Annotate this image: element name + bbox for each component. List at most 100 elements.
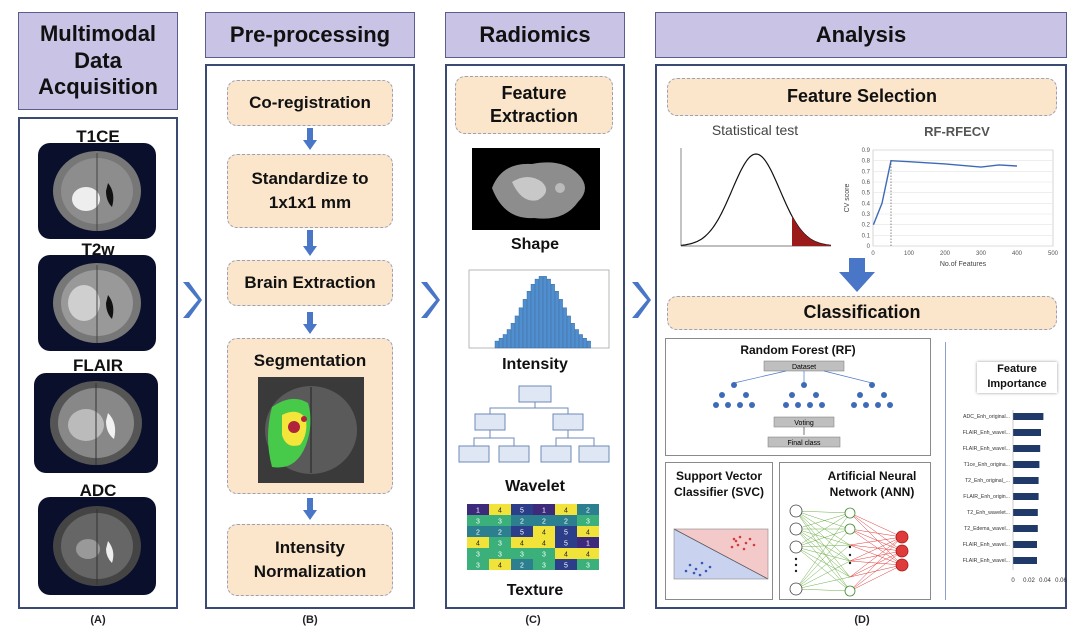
step-intensity-normalization: Intensity Normalization bbox=[227, 524, 393, 596]
texture-cell-value: 2 bbox=[520, 563, 524, 570]
analysis-panel: Feature Selection Statistical test RF-RF… bbox=[655, 64, 1067, 609]
texture-cell-value: 4 bbox=[542, 530, 546, 537]
feature-importance-bar bbox=[1013, 557, 1037, 564]
texture-cell bbox=[489, 559, 511, 570]
feature-importance-label: FLAIR_Enh_wavel... bbox=[963, 446, 1010, 452]
step-standardize-line-2: 1x1x1 mm bbox=[268, 193, 352, 212]
svc-box: Support Vector Classifier (SVC) bbox=[665, 462, 773, 600]
texture-cell bbox=[467, 504, 489, 515]
segmentation-image bbox=[258, 377, 364, 483]
feature-importance-label: FLAIR_Enh_wavel... bbox=[963, 430, 1010, 436]
ann-hidden-node bbox=[844, 507, 856, 519]
rfecv-x-tick: 400 bbox=[1012, 251, 1023, 257]
texture-cell bbox=[467, 526, 489, 537]
rfecv-y-tick: 0.8 bbox=[862, 159, 871, 165]
texture-cell-value: 3 bbox=[476, 552, 480, 559]
acquisition-header-line-1: Multimodal bbox=[39, 21, 157, 47]
histogram-bar bbox=[510, 323, 515, 349]
ann-hidden-node bbox=[844, 523, 856, 535]
preprocessing-header: Pre-processing bbox=[205, 12, 415, 58]
histogram-bar bbox=[538, 276, 543, 349]
feature-importance-title-line-1: Feature bbox=[997, 363, 1037, 375]
down-arrow-icon bbox=[303, 230, 317, 256]
texture-cell-value: 4 bbox=[542, 541, 546, 548]
texture-cell-value: 4 bbox=[564, 508, 568, 515]
ann-input-node bbox=[789, 582, 803, 596]
texture-cell-value: 5 bbox=[564, 530, 568, 537]
texture-cell bbox=[533, 548, 555, 559]
rfecv-series-line bbox=[872, 159, 1018, 225]
texture-cell bbox=[577, 504, 599, 515]
random-forest-diagram: Dataset Voting Final class bbox=[713, 360, 893, 448]
histogram-bar bbox=[566, 315, 571, 349]
normal-distribution-curve bbox=[680, 148, 832, 247]
step-brain-extraction: Brain Extraction bbox=[227, 260, 393, 306]
feature-importance-x-tick: 0 bbox=[1011, 578, 1015, 584]
ann-input-node bbox=[789, 540, 803, 554]
texture-cell bbox=[489, 504, 511, 515]
classification-box: Classification bbox=[667, 296, 1057, 330]
texture-cell bbox=[577, 548, 599, 559]
texture-cell bbox=[489, 548, 511, 559]
caption-c: (C) bbox=[525, 614, 541, 626]
ann-title-line-1: Artificial Neural bbox=[827, 469, 917, 483]
texture-cell bbox=[489, 515, 511, 526]
step-co-registration: Co-registration bbox=[227, 80, 393, 126]
step-standardize-line-1: Standardize to bbox=[251, 169, 369, 189]
texture-cell bbox=[511, 515, 533, 526]
texture-cell bbox=[555, 537, 577, 548]
rfecv-x-tick: 200 bbox=[940, 251, 951, 257]
texture-cell-value: 5 bbox=[564, 541, 568, 548]
random-forest-title: Random Forest (RF) bbox=[740, 343, 856, 357]
feature-importance-x-tick: 0.02 bbox=[1023, 578, 1035, 584]
feature-importance-label: T2_Edema_wavel... bbox=[964, 526, 1010, 532]
texture-cell bbox=[533, 515, 555, 526]
chevron-arrow-icon-1 bbox=[183, 282, 202, 318]
analysis-header: Analysis bbox=[655, 12, 1067, 58]
statistical-test-label: Statistical test bbox=[711, 122, 799, 138]
texture-cell bbox=[511, 548, 533, 559]
ann-network-diagram bbox=[789, 504, 909, 597]
texture-cell-value: 5 bbox=[564, 563, 568, 570]
texture-cell-value: 4 bbox=[586, 552, 590, 559]
feature-importance-bar-chart: ADC_Enh_original... FLAIR_Enh_wavel... FLA… bbox=[963, 410, 1067, 584]
rf-final-class-label: Final class bbox=[787, 440, 821, 447]
feature-type-texture: Texture bbox=[506, 582, 564, 599]
texture-cell-value: 3 bbox=[542, 563, 546, 570]
texture-cell bbox=[555, 559, 577, 570]
modality-label-flair: FLAIR bbox=[72, 356, 124, 375]
down-arrow-icon bbox=[303, 128, 317, 150]
feature-importance-label: ADC_Enh_original... bbox=[963, 414, 1010, 420]
texture-cell-value: 4 bbox=[498, 508, 502, 515]
histogram-bar bbox=[514, 315, 519, 349]
histogram-bar bbox=[558, 299, 563, 349]
texture-cell-value: 3 bbox=[520, 552, 524, 559]
texture-cell bbox=[489, 526, 511, 537]
rfecv-y-tick: 0.2 bbox=[862, 223, 871, 229]
feature-importance-bar bbox=[1013, 461, 1040, 468]
feature-importance-bar bbox=[1013, 413, 1044, 420]
feature-extraction-box: Feature Extraction bbox=[455, 76, 613, 134]
caption-a: (A) bbox=[90, 614, 106, 626]
histogram-bar bbox=[546, 278, 551, 349]
caption-b: (B) bbox=[302, 614, 318, 626]
texture-cell bbox=[467, 559, 489, 570]
texture-cell-value: 4 bbox=[476, 541, 480, 548]
feature-importance-title: Feature Importance bbox=[977, 362, 1057, 393]
t2w-scan-image bbox=[38, 255, 156, 351]
wavelet-tree-diagram bbox=[458, 385, 610, 463]
ann-title: Artificial Neural Network (ANN) bbox=[814, 469, 930, 500]
texture-cell bbox=[577, 537, 599, 548]
histogram-bar bbox=[534, 278, 539, 349]
texture-cell bbox=[555, 504, 577, 515]
texture-cell-value: 4 bbox=[586, 530, 590, 537]
random-forest-box: Random Forest (RF) Dataset Voting Final … bbox=[665, 338, 931, 456]
flair-scan-image bbox=[34, 373, 158, 473]
feature-importance-title-line-2: Importance bbox=[987, 378, 1047, 391]
rfecv-ylabel: CV score bbox=[844, 184, 851, 213]
texture-cell-value: 1 bbox=[542, 508, 546, 515]
feature-importance-label: FLAIR_Enh_wavel... bbox=[963, 542, 1010, 548]
texture-cell bbox=[511, 537, 533, 548]
